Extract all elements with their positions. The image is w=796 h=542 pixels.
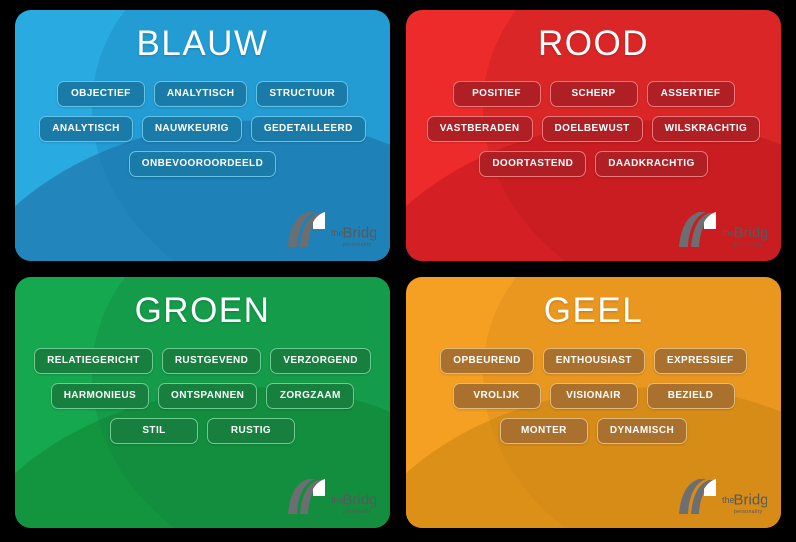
tag-row: MONTER DYNAMISCH <box>420 418 767 444</box>
tag-row: DOORTASTEND DAADKRACHTIG <box>420 151 767 177</box>
svg-text:personality: personality <box>734 242 762 248</box>
trait-tag[interactable]: HARMONIEUS <box>50 383 150 409</box>
panel-cell-groen: GROEN RELATIEGERICHT RUSTGEVEND VERZORGEND H… <box>0 271 398 542</box>
the-bridge-logo: the Bridge personality <box>675 476 767 518</box>
trait-tag[interactable]: ASSERTIEF <box>646 81 735 107</box>
panel-rood: ROOD POSITIEF SCHERP ASSERTIEF VASTBERADEN DO… <box>406 10 781 261</box>
panel-geel: GEEL OPBEUREND ENTHOUSIAST EXPRESSIEF VROLIJ… <box>406 277 781 528</box>
trait-tag[interactable]: DOELBEWUST <box>541 116 643 142</box>
tag-row: VROLIJK VISIONAIR BEZIELD <box>420 383 767 409</box>
trait-tag[interactable]: RELATIEGERICHT <box>34 348 153 374</box>
tag-rows-blauw: OBJECTIEF ANALYTISCH STRUCTUUR ANALYTISCH NA… <box>29 81 376 177</box>
panel-blauw: BLAUW OBJECTIEF ANALYTISCH STRUCTUUR ANALYTI… <box>15 10 390 261</box>
the-bridge-logo: the Bridge personality <box>675 209 767 251</box>
trait-tag[interactable]: DYNAMISCH <box>596 418 688 444</box>
svg-text:Bridge: Bridge <box>734 225 768 242</box>
panel-cell-geel: GEEL OPBEUREND ENTHOUSIAST EXPRESSIEF VROLIJ… <box>398 271 796 542</box>
trait-tag[interactable]: RUSTGEVEND <box>161 348 262 374</box>
panel-title-rood: ROOD <box>538 24 649 63</box>
trait-tag[interactable]: STRUCTUUR <box>256 81 349 107</box>
tag-row: VASTBERADEN DOELBEWUST WILSKRACHTIG <box>420 116 767 142</box>
tag-row: ONBEVOOROORDEELD <box>29 151 376 177</box>
svg-text:Bridge: Bridge <box>734 492 768 509</box>
tag-row: STIL RUSTIG <box>29 418 376 444</box>
panel-title-groen: GROEN <box>134 291 271 330</box>
trait-tag[interactable]: DOORTASTEND <box>479 151 587 177</box>
trait-tag[interactable]: NAUWKEURIG <box>141 116 242 142</box>
trait-tag[interactable]: VASTBERADEN <box>426 116 533 142</box>
trait-tag[interactable]: VERZORGEND <box>270 348 371 374</box>
tag-row: OPBEUREND ENTHOUSIAST EXPRESSIEF <box>420 348 767 374</box>
trait-tag[interactable]: ANALYTISCH <box>153 81 248 107</box>
the-bridge-logo: the Bridge personality <box>284 209 376 251</box>
svg-text:personality: personality <box>343 242 371 248</box>
trait-tag[interactable]: DAADKRACHTIG <box>595 151 708 177</box>
tag-row: RELATIEGERICHT RUSTGEVEND VERZORGEND <box>29 348 376 374</box>
tag-rows-geel: OPBEUREND ENTHOUSIAST EXPRESSIEF VROLIJK VIS… <box>420 348 767 444</box>
panel-cell-rood: ROOD POSITIEF SCHERP ASSERTIEF VASTBERADEN DO… <box>398 0 796 271</box>
trait-tag[interactable]: STIL <box>110 418 198 444</box>
trait-tag[interactable]: OPBEUREND <box>440 348 534 374</box>
svg-text:personality: personality <box>343 509 371 515</box>
tag-row: ANALYTISCH NAUWKEURIG GEDETAILLEERD <box>29 116 376 142</box>
panel-title-blauw: BLAUW <box>136 24 269 63</box>
tag-row: POSITIEF SCHERP ASSERTIEF <box>420 81 767 107</box>
the-bridge-logo: the Bridge personality <box>284 476 376 518</box>
panel-title-geel: GEEL <box>543 291 644 330</box>
svg-text:personality: personality <box>734 509 762 515</box>
tag-row: HARMONIEUS ONTSPANNEN ZORGZAAM <box>29 383 376 409</box>
trait-tag[interactable]: ANALYTISCH <box>39 116 133 142</box>
trait-tag[interactable]: ONTSPANNEN <box>158 383 258 409</box>
svg-text:Bridge: Bridge <box>343 492 377 509</box>
trait-tag[interactable]: BEZIELD <box>646 383 735 409</box>
panel-cell-blauw: BLAUW OBJECTIEF ANALYTISCH STRUCTUUR ANALYTI… <box>0 0 398 271</box>
panel-groen: GROEN RELATIEGERICHT RUSTGEVEND VERZORGEND H… <box>15 277 390 528</box>
trait-tag[interactable]: ENTHOUSIAST <box>542 348 645 374</box>
trait-tag[interactable]: OBJECTIEF <box>56 81 145 107</box>
trait-tag[interactable]: VROLIJK <box>452 383 541 409</box>
trait-tag[interactable]: SCHERP <box>549 81 638 107</box>
trait-tag[interactable]: EXPRESSIEF <box>653 348 747 374</box>
trait-tag[interactable]: MONTER <box>499 418 588 444</box>
svg-text:Bridge: Bridge <box>343 225 377 242</box>
trait-tag[interactable]: WILSKRACHTIG <box>651 116 761 142</box>
trait-tag[interactable]: VISIONAIR <box>549 383 638 409</box>
trait-tag[interactable]: ZORGZAAM <box>266 383 355 409</box>
trait-tag[interactable]: POSITIEF <box>452 81 541 107</box>
trait-tag[interactable]: GEDETAILLEERD <box>250 116 366 142</box>
tag-rows-rood: POSITIEF SCHERP ASSERTIEF VASTBERADEN DOELBE… <box>420 81 767 177</box>
tag-row: OBJECTIEF ANALYTISCH STRUCTUUR <box>29 81 376 107</box>
tag-rows-groen: RELATIEGERICHT RUSTGEVEND VERZORGEND HARMON… <box>29 348 376 444</box>
trait-tag[interactable]: RUSTIG <box>207 418 295 444</box>
trait-tag[interactable]: ONBEVOOROORDEELD <box>128 151 277 177</box>
